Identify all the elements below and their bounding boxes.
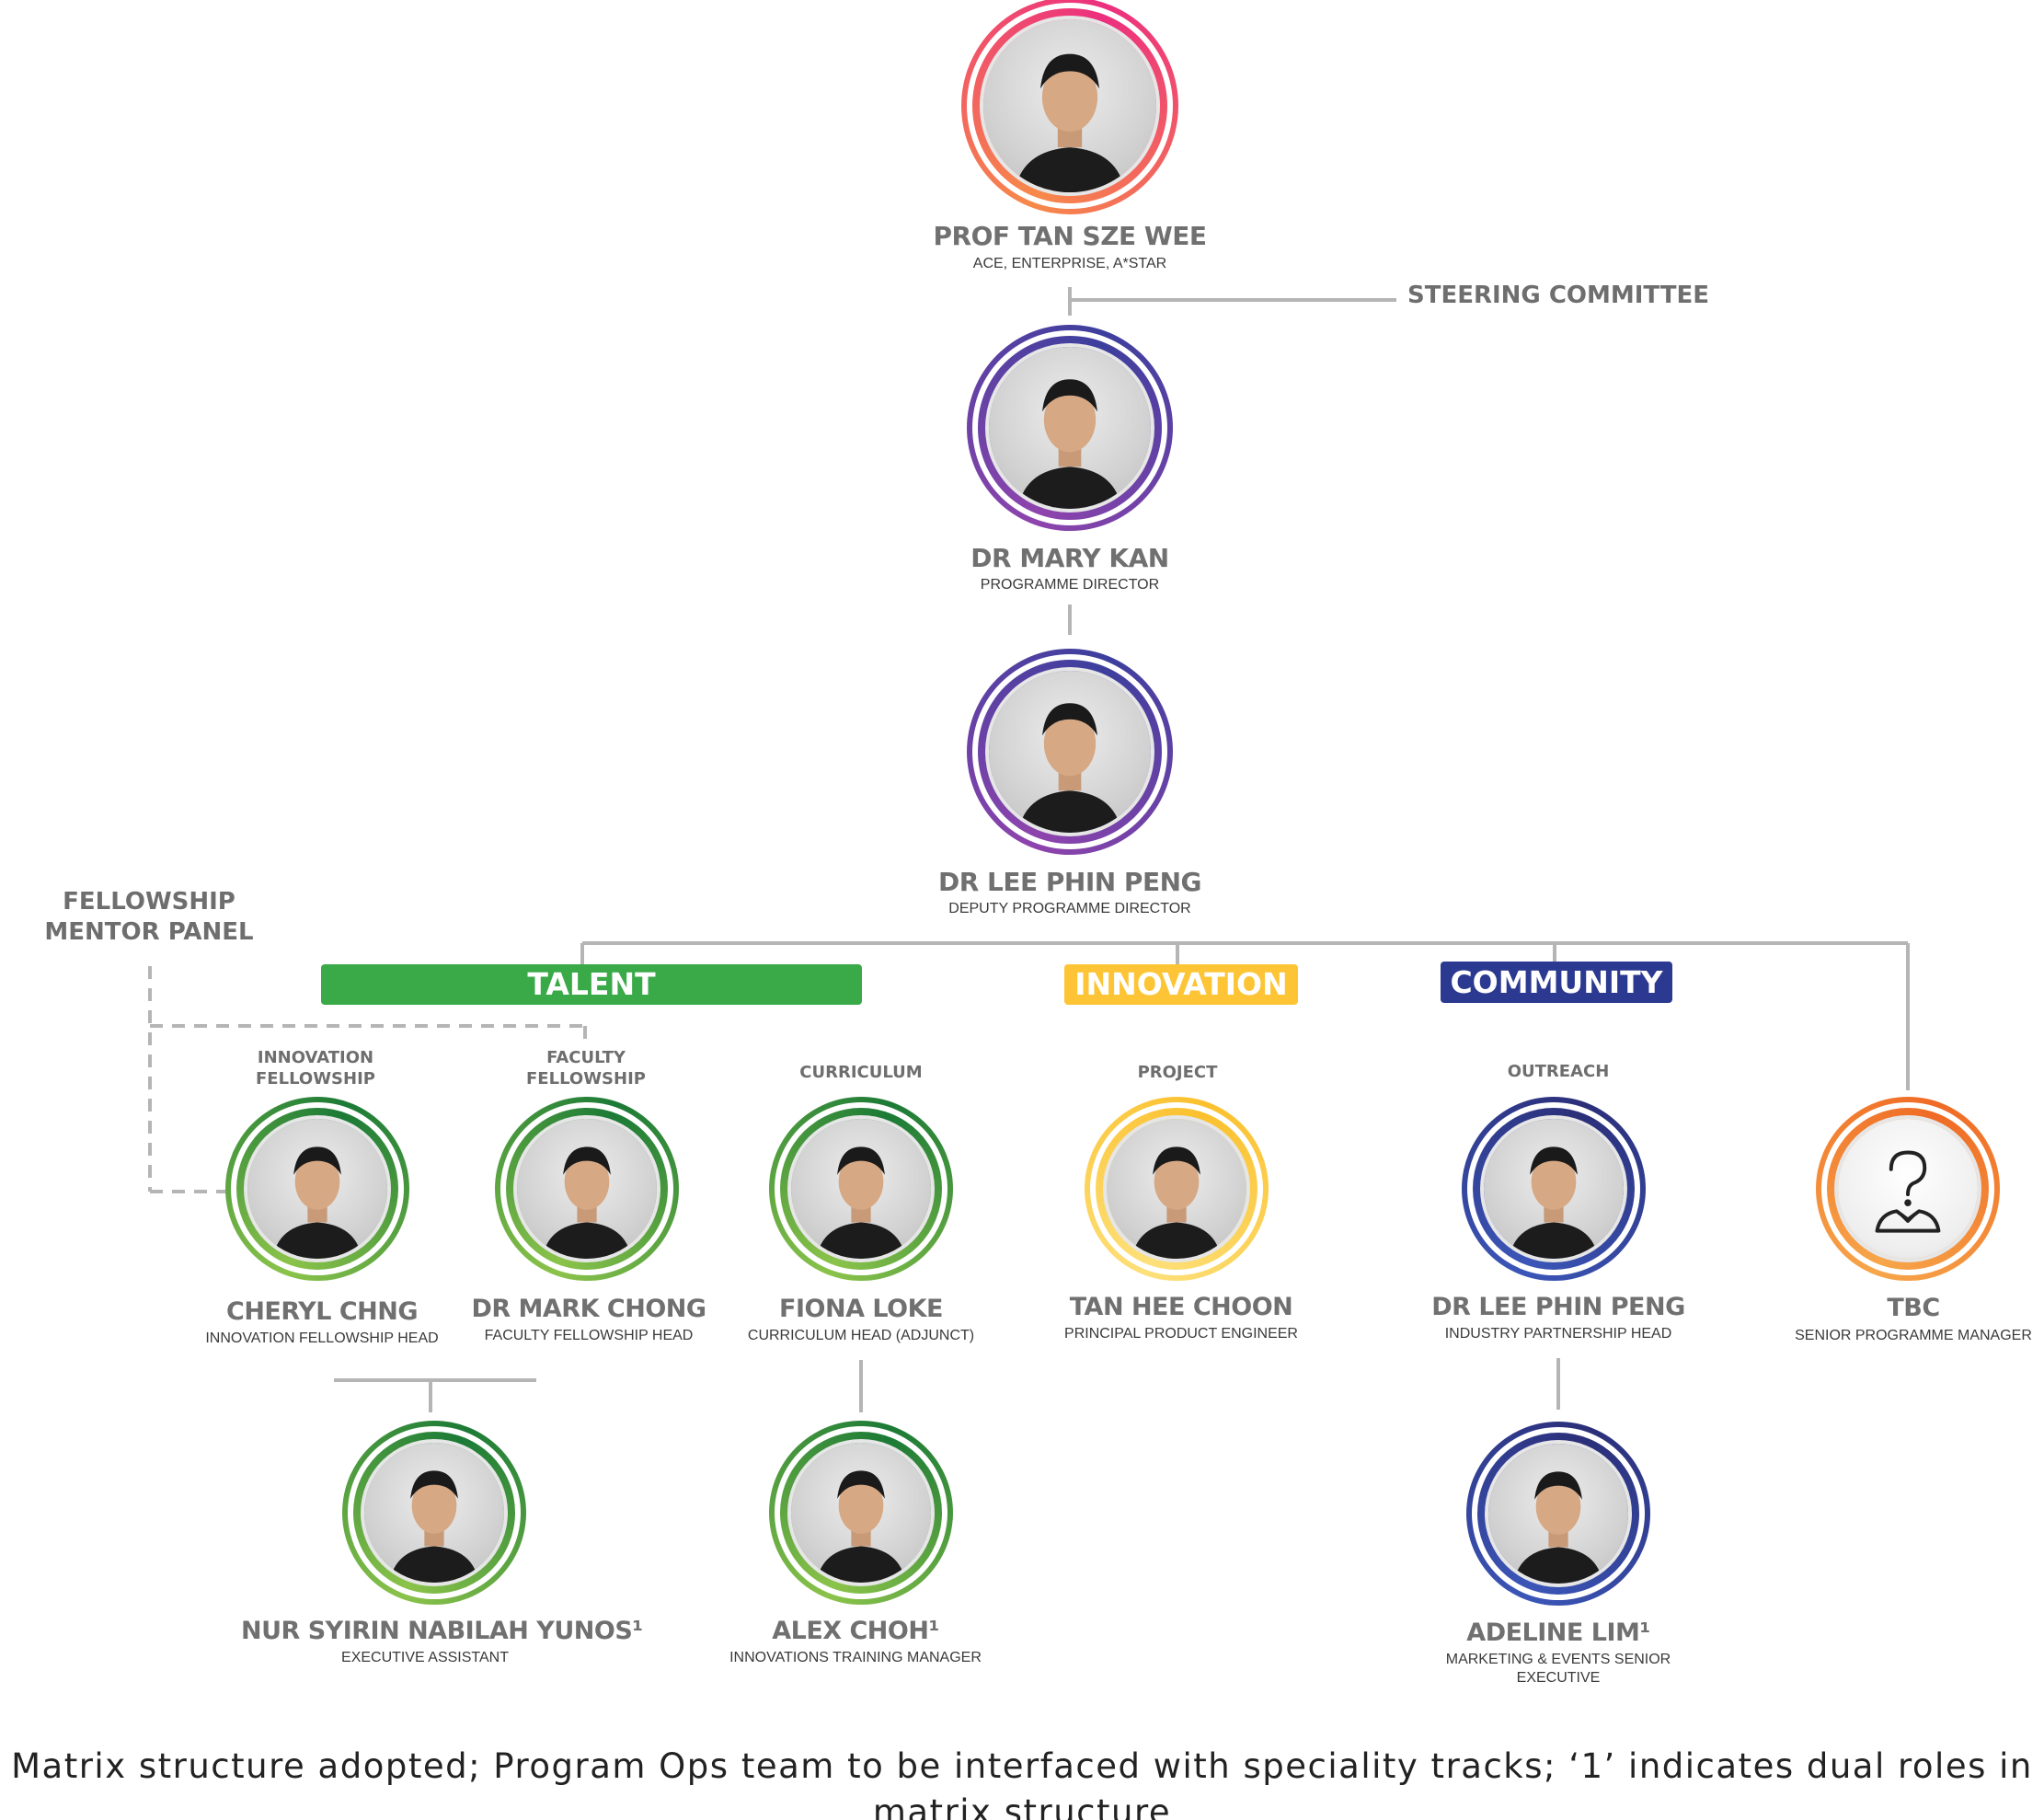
mentor-panel-label: FELLOWSHIP MENTOR PANEL [2, 887, 296, 948]
subtrack-faculty-fellowship: FACULTY FELLOWSHIP [517, 1047, 655, 1089]
subtrack-curriculum: CURRICULUM [769, 1062, 953, 1083]
person-photo [1484, 1119, 1624, 1259]
person-photo [1107, 1119, 1246, 1259]
track-innovation-bar: INNOVATION [1064, 964, 1298, 1005]
track-community-bar: COMMUNITY [1441, 962, 1672, 1003]
track-talent-bar: TALENT [321, 964, 862, 1005]
role-lee2: INDUSTRY PARTNERSHIP HEAD [1420, 1326, 1696, 1342]
name-deputy: DR LEE PHIN PENG [886, 867, 1254, 897]
role-tbc: SENIOR PROGRAMME MANAGER [1775, 1328, 2044, 1344]
subtrack-outreach: OUTREACH [1466, 1061, 1650, 1082]
track-community-label: COMMUNITY [1450, 964, 1662, 1000]
role-adeline-line1: MARKETING & EVENTS SENIOR [1420, 1652, 1696, 1668]
role-alex: INNOVATIONS TRAINING MANAGER [718, 1650, 993, 1666]
name-top: PROF TAN SZE WEE [886, 221, 1254, 251]
name-mark: DR MARK CHONG [451, 1295, 727, 1323]
role-nur: EXECUTIVE ASSISTANT [241, 1650, 609, 1666]
role-director: PROGRAMME DIRECTOR [886, 577, 1254, 593]
name-director: DR MARY KAN [886, 543, 1254, 573]
person-photo [247, 1119, 387, 1259]
track-innovation-label: INNOVATION [1074, 966, 1287, 1002]
avatar-tbc [1816, 1097, 2000, 1281]
name-alex: ALEX CHOH¹ [718, 1617, 993, 1645]
avatar-lee2 [1462, 1097, 1646, 1281]
avatar-director [967, 325, 1173, 531]
caption-line-1: Matrix structure adopted; Program Ops te… [0, 1744, 2044, 1790]
person-photo [1488, 1444, 1628, 1584]
role-deputy: DEPUTY PROGRAMME DIRECTOR [886, 901, 1254, 917]
avatar-deputy [967, 649, 1173, 855]
subtrack-project: PROJECT [1085, 1062, 1269, 1083]
person-photo [791, 1443, 931, 1583]
avatar-nur [342, 1421, 526, 1605]
name-tbc: TBC [1775, 1294, 2044, 1322]
footnote-caption: Matrix structure adopted; Program Ops te… [0, 1744, 2044, 1820]
avatar-top [961, 0, 1178, 214]
role-adeline-line2: EXECUTIVE [1420, 1670, 1696, 1687]
avatar-fiona [769, 1097, 953, 1281]
caption-line-2: matrix structure [0, 1790, 2044, 1820]
avatar-tanhee [1085, 1097, 1269, 1281]
name-cheryl: CHERYL CHNG [184, 1297, 460, 1326]
role-top: ACE, ENTERPRISE, A*STAR [886, 256, 1254, 272]
person-photo [989, 347, 1151, 509]
person-photo [989, 671, 1151, 833]
role-cheryl: INNOVATION FELLOWSHIP HEAD [184, 1330, 460, 1347]
subtrack-innovation-fellowship: INNOVATION FELLOWSHIP [247, 1047, 385, 1089]
role-mark: FACULTY FELLOWSHIP HEAD [451, 1328, 727, 1344]
avatar-mark [495, 1097, 679, 1281]
person-photo [791, 1119, 931, 1259]
track-talent-label: TALENT [527, 966, 655, 1002]
name-adeline: ADELINE LIM¹ [1420, 1618, 1696, 1647]
role-tanhee: PRINCIPAL PRODUCT ENGINEER [1043, 1326, 1319, 1342]
steering-committee-label: STEERING COMMITTEE [1407, 282, 1748, 309]
name-lee2: DR LEE PHIN PENG [1420, 1293, 1696, 1321]
avatar-alex [769, 1421, 953, 1605]
question-person-icon [1838, 1119, 1978, 1259]
name-nur: NUR SYIRIN NABILAH YUNOS¹ [241, 1617, 609, 1645]
person-photo [364, 1443, 504, 1583]
avatar-cheryl [225, 1097, 409, 1281]
person-photo [983, 19, 1156, 192]
name-fiona: FIONA LOKE [723, 1295, 999, 1323]
role-fiona: CURRICULUM HEAD (ADJUNCT) [723, 1328, 999, 1344]
name-tanhee: TAN HEE CHOON [1043, 1293, 1319, 1321]
person-photo [517, 1119, 657, 1259]
avatar-adeline [1466, 1422, 1650, 1606]
